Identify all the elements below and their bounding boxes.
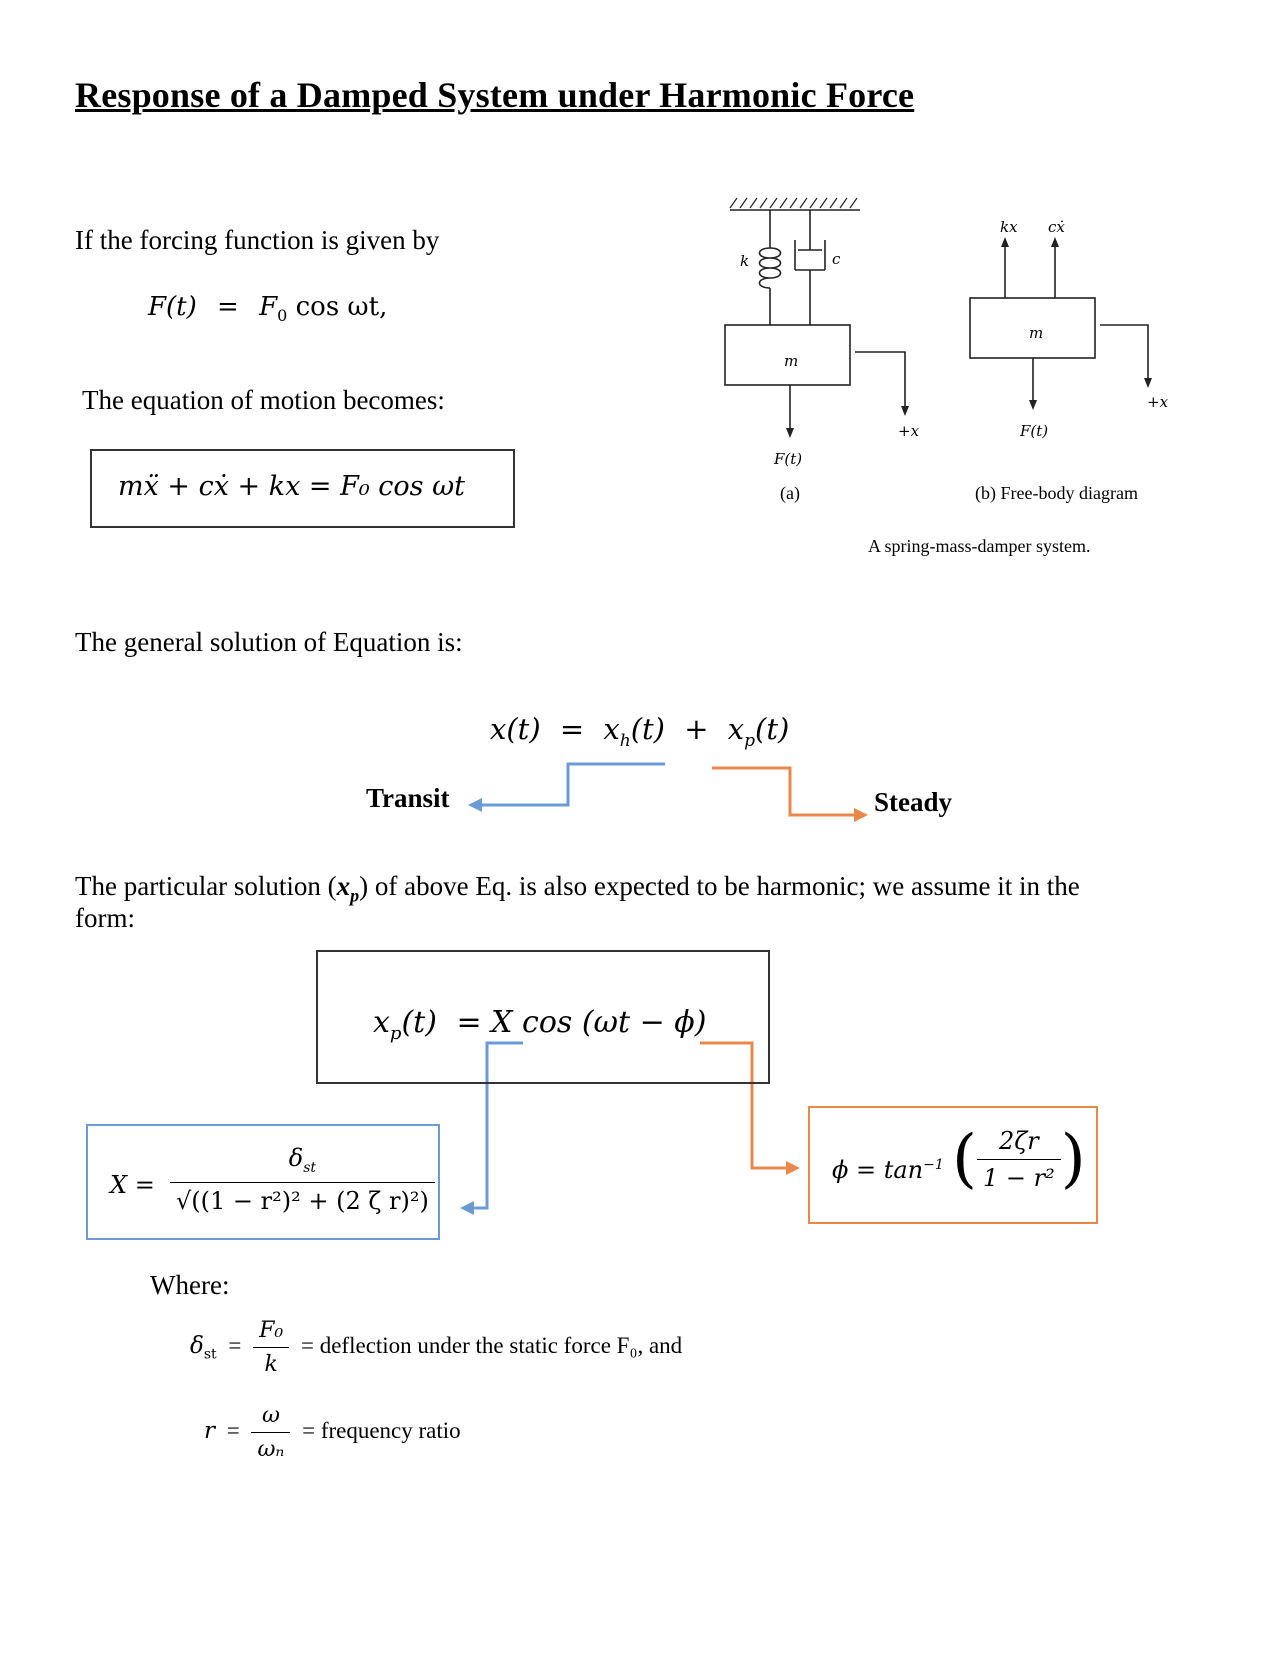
force-label: F(t)	[774, 450, 803, 468]
general-plus: +	[684, 712, 709, 746]
fbd-displacement-label: +x	[1147, 393, 1169, 411]
fbd-displacement-arrow	[1100, 324, 1149, 380]
phase-fraction: ( 2ζr 1 − r² )	[952, 1122, 1086, 1196]
phase-connector	[700, 1041, 790, 1170]
eom-equation: mẍ + cẋ + kx = F₀ cos ωt	[118, 471, 465, 502]
def-st-sym: δ	[190, 1332, 204, 1359]
general-xp: x	[727, 712, 745, 746]
amplitude-lhs: X =	[110, 1171, 155, 1199]
particular-intro-form: form:	[75, 903, 135, 933]
phase-lhs-sup: −1	[923, 1157, 944, 1173]
general-t1: (t)	[630, 712, 665, 746]
particular-xp-sub: p	[350, 885, 360, 906]
transit-connector	[478, 762, 665, 807]
forcing-f: F	[259, 292, 278, 322]
amplitude-num-symbol: δ	[288, 1144, 304, 1172]
static-deflection-definition: δst = F₀ k = deflection under the static…	[190, 1318, 683, 1377]
def-r-symbol: r	[204, 1417, 215, 1444]
particular-intro-b: ) of above Eq. is also expected to be ha…	[359, 871, 1080, 901]
general-eq-sign: =	[559, 712, 585, 746]
phase-left-paren: (	[952, 1122, 977, 1196]
steady-label: Steady	[874, 787, 953, 817]
def-r-num: ω	[251, 1403, 291, 1433]
def-st-symbol: δst	[190, 1332, 217, 1363]
amplitude-fraction: δst √((1 − r²)² + (2 ζ r)²)	[170, 1144, 435, 1215]
particular-intro-a: The particular solution (	[75, 871, 337, 901]
fbd-force-label: F(t)	[1020, 422, 1049, 440]
damper-label: c	[832, 250, 841, 268]
def-st-text: = deflection under the static force F₀, …	[301, 1332, 683, 1358]
cx-label: cẋ	[1048, 218, 1065, 236]
phase-numerator: 2ζr	[976, 1127, 1061, 1160]
xp-lhs-t: (t)	[401, 1005, 437, 1040]
kx-label: kx	[1000, 218, 1018, 236]
transit-label: Transit	[366, 783, 450, 813]
eom-box: mẍ + cẋ + kx = F₀ cos ωt	[90, 449, 515, 528]
phase-denominator: 1 − r²	[982, 1163, 1055, 1192]
general-xp-sub: p	[744, 730, 755, 751]
amplitude-denominator: √((1 − r²)² + (2 ζ r)²)	[176, 1186, 429, 1215]
caption-a: (a)	[780, 483, 800, 503]
phase-box: ϕ = tan−1 ( 2ζr 1 − r² )	[808, 1106, 1098, 1224]
def-st-den: k	[264, 1352, 278, 1377]
forcing-intro: If the forcing function is given by	[75, 225, 440, 255]
general-lhs: x(t)	[490, 712, 541, 746]
def-r-text: = frequency ratio	[302, 1417, 461, 1443]
caption-b: (b) Free-body diagram	[975, 483, 1138, 503]
steady-connector	[712, 766, 860, 817]
def-r-fraction: ω ωₙ	[251, 1403, 291, 1462]
forcing-lhs: F(t)	[148, 292, 197, 322]
xp-lhs-sub: p	[389, 1023, 402, 1044]
spring-mass-damper-figure	[724, 197, 1152, 438]
damper-icon	[794, 210, 826, 325]
def-st-fraction: F₀ k	[253, 1318, 290, 1377]
spring-label: k	[740, 252, 750, 270]
general-xh: x	[603, 712, 620, 746]
mass-label: m	[784, 352, 799, 370]
ceiling-hatch	[729, 197, 858, 209]
displacement-arrow	[855, 351, 906, 408]
xp-lhs: x	[373, 1005, 390, 1040]
eom-intro: The equation of motion becomes:	[82, 385, 445, 415]
phase-lhs: ϕ = tan−1	[832, 1156, 944, 1184]
particular-intro: The particular solution (xp) of above Eq…	[75, 871, 1080, 906]
phase-right-paren: )	[1060, 1122, 1086, 1196]
amplitude-box: X = δst √((1 − r²)² + (2 ζ r)²)	[86, 1124, 440, 1240]
def-r-den: ωₙ	[257, 1437, 285, 1462]
phase-lhs-text: ϕ = tan	[832, 1156, 924, 1184]
fbd-mass-label: m	[1029, 324, 1044, 342]
particular-xp: x	[336, 871, 351, 901]
general-xh-sub: h	[619, 730, 631, 751]
general-intro: The general solution of Equation is:	[75, 627, 463, 657]
forcing-tail: cos ωt,	[287, 292, 388, 322]
forcing-eq-sign: =	[217, 292, 239, 322]
general-t2: (t)	[755, 712, 790, 746]
amplitude-connector	[470, 1041, 523, 1210]
xp-rhs: = X cos (ωt − ϕ)	[456, 1005, 707, 1040]
mass-block	[724, 324, 851, 386]
def-st-num: F₀	[253, 1318, 290, 1348]
where-label: Where:	[150, 1270, 230, 1300]
forcing-equation: F(t) = F0 cos ωt,	[148, 292, 387, 325]
page-title: Response of a Damped System under Harmon…	[75, 75, 915, 115]
forcing-f-sub: 0	[277, 306, 288, 326]
figure-caption: A spring-mass-damper system.	[868, 536, 1091, 556]
particular-solution-box: xp(t) = X cos (ωt − ϕ)	[316, 950, 770, 1084]
general-equation: x(t) = xh(t) + xp(t)	[490, 712, 789, 751]
def-st-sym-sub: st	[203, 1346, 217, 1363]
spring-icon	[758, 210, 782, 325]
amplitude-numerator: δst	[170, 1144, 435, 1183]
amplitude-num-sub: st	[303, 1159, 317, 1176]
particular-solution-equation: xp(t) = X cos (ωt − ϕ)	[373, 1005, 706, 1044]
frequency-ratio-definition: r = ω ωₙ = frequency ratio	[204, 1403, 461, 1462]
displacement-label: +x	[898, 422, 920, 440]
